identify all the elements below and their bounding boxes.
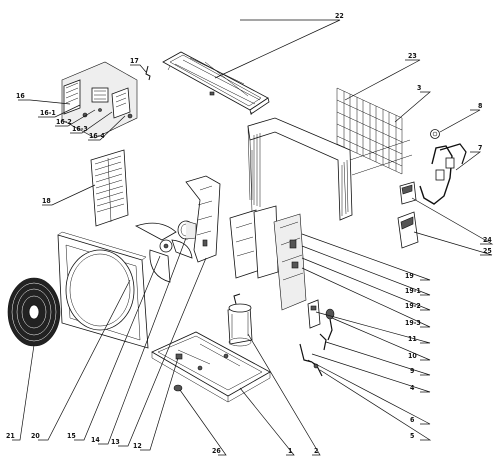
label-6: 6: [410, 416, 415, 424]
label-8: 8: [478, 102, 482, 110]
label-18: 18: [42, 197, 51, 205]
label-16-3: 16-3: [72, 125, 88, 133]
label-25: 25: [483, 247, 492, 255]
label-3: 3: [417, 84, 421, 92]
part-7-pipe-assembly: [419, 143, 467, 205]
label-4: 4: [410, 384, 415, 392]
part-13-motor-bracket: [185, 175, 221, 263]
part-24-terminal-cover: [399, 181, 417, 205]
part-10-valve: [325, 308, 335, 341]
label-19-3: 19-3: [405, 319, 421, 327]
part-26-drain-cap: [173, 384, 183, 392]
label-11: 11: [408, 335, 417, 343]
part-labels: 22 23 3 8 7 17 16 16-1 16-2 16-3 16-4 18…: [6, 12, 492, 455]
label-17: 17: [130, 57, 139, 65]
condenser-coil: [247, 117, 353, 221]
part-1-base-pan: [151, 331, 271, 403]
part-16-electric-box: [61, 61, 138, 139]
part-19-partition: [229, 205, 307, 311]
label-5: 5: [410, 432, 414, 440]
label-19-2: 19-2: [405, 302, 421, 310]
label-14: 14: [91, 436, 100, 444]
label-16-2: 16-2: [56, 118, 72, 126]
part-21-fan-guard: [7, 277, 61, 347]
label-13: 13: [111, 438, 120, 446]
label-24: 24: [483, 236, 492, 244]
part-11-capacitor: [307, 299, 321, 329]
label-22: 22: [335, 12, 344, 20]
label-20: 20: [31, 432, 40, 440]
part-22-top-cover: [162, 51, 270, 116]
part-3-rear-wire: [349, 139, 413, 176]
part-14-fan-motor: [177, 220, 197, 240]
part-18-side-panel: [90, 149, 129, 227]
part-20-front-panel: [57, 231, 149, 349]
part-25-valve-cover: [397, 211, 419, 249]
label-9: 9: [410, 367, 414, 375]
label-1: 1: [288, 447, 292, 455]
label-16-4: 16-4: [89, 132, 105, 140]
label-19-1: 19-1: [405, 287, 421, 295]
part-9-valve: [319, 333, 327, 351]
part-5-fitting: [311, 361, 323, 377]
label-12: 12: [133, 442, 142, 450]
label-10: 10: [408, 352, 417, 360]
label-15: 15: [67, 432, 76, 440]
label-21: 21: [6, 432, 15, 440]
part-6-fitting: [299, 343, 313, 363]
label-2: 2: [314, 447, 318, 455]
label-16: 16: [16, 92, 25, 100]
label-7: 7: [478, 144, 482, 152]
part-8-grommet: [430, 129, 440, 139]
part-23-rear-grille: [336, 87, 403, 175]
label-19: 19: [405, 272, 414, 280]
label-23: 23: [408, 52, 417, 60]
part-12-bracket: [175, 353, 183, 360]
label-16-1: 16-1: [40, 109, 56, 117]
part-17-clip: [145, 65, 151, 81]
part-2-compressor: [227, 293, 253, 347]
leader-lines: [12, 19, 494, 456]
label-26: 26: [212, 447, 221, 455]
